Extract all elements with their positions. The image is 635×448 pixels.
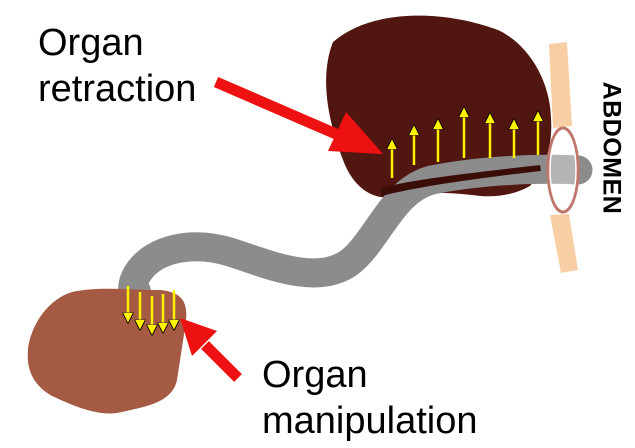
organ-retraction-label: Organ retraction	[38, 20, 196, 112]
retraction-line-1: Organ	[38, 20, 196, 66]
abdomen-label-text: ABDOMEN	[597, 82, 626, 215]
trocar-port-inner	[550, 131, 576, 209]
manipulation-line-2: manipulation	[262, 398, 477, 444]
abdominal-wall-upper	[549, 42, 572, 128]
manipulation-line-1: Organ	[262, 352, 477, 398]
abdomen-label: ABDOMEN	[591, 58, 631, 238]
retraction-line-2: retraction	[38, 66, 196, 112]
red-pointer-arrow-manipulation	[180, 318, 238, 378]
organ-manipulation-label: Organ manipulation	[262, 352, 477, 444]
abdominal-wall-lower	[550, 214, 578, 273]
